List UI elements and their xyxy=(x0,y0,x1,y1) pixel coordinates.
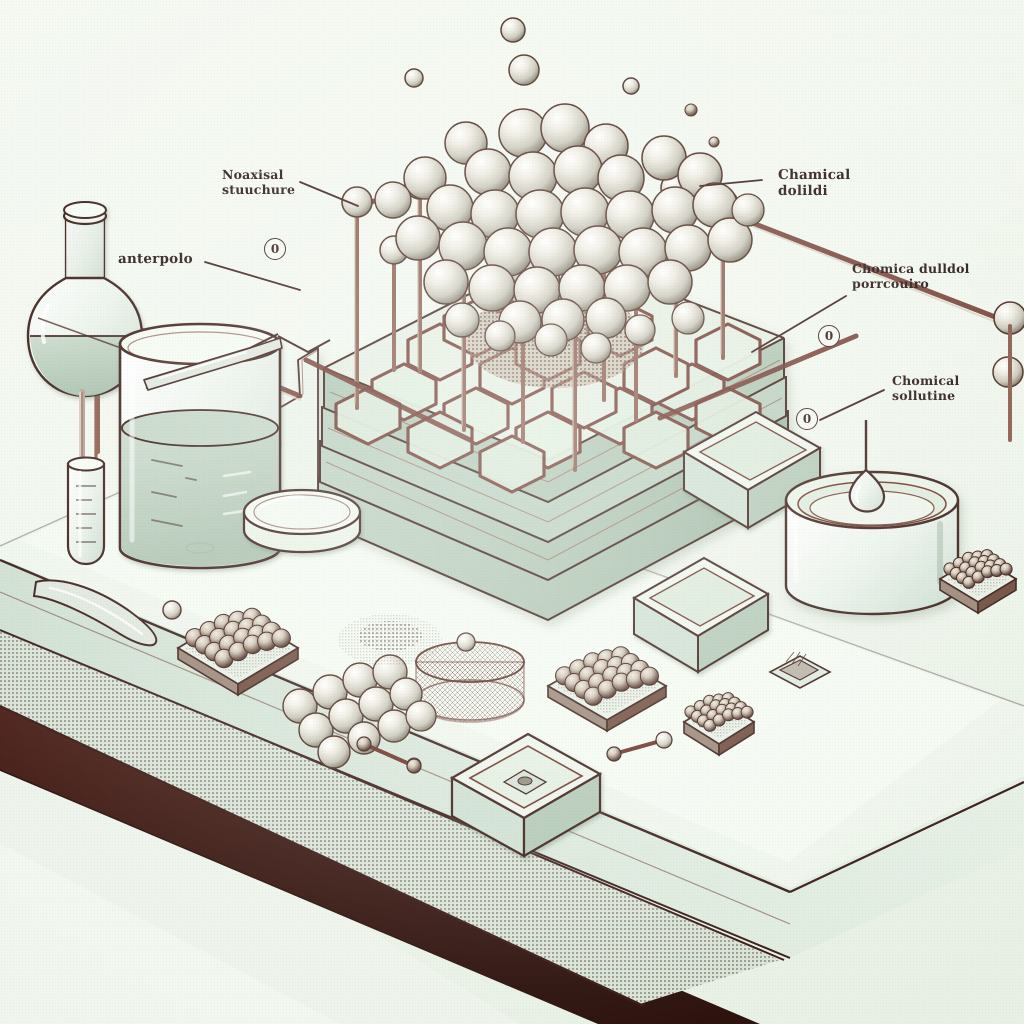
annotation-line: dolildi xyxy=(778,182,828,199)
dispersed-powder-spread xyxy=(338,614,442,666)
nanoparticle xyxy=(639,666,659,686)
annotation-line: sollutine xyxy=(892,387,956,403)
annotation-line: Chomica dulldol xyxy=(852,261,970,276)
annotation-line: Noaxisal xyxy=(222,167,284,182)
annotation-line: Chamical xyxy=(778,167,851,183)
floating-particle xyxy=(708,136,720,148)
metal-spatula xyxy=(32,579,158,647)
annotation-label-interpolate-left: anterpolo xyxy=(118,251,193,268)
floating-particle xyxy=(684,103,698,117)
open-tray-front xyxy=(449,732,603,858)
floating-particle xyxy=(162,600,182,620)
floating-particle xyxy=(508,54,540,86)
leader-line-chemical-solution xyxy=(819,389,885,421)
substrate-chip-sample xyxy=(502,769,548,795)
floating-particle xyxy=(500,17,526,43)
nanoparticle-cluster xyxy=(374,103,765,364)
nanoparticle-sample-plate xyxy=(938,549,1018,615)
numeric-marker-marker-b: 0 xyxy=(818,325,840,347)
nanoparticle xyxy=(999,562,1013,576)
mesh-sieve-basket xyxy=(415,632,525,723)
substrate-chip-sample xyxy=(768,651,832,689)
annotation-line: anterpolo xyxy=(118,251,193,267)
annotation-line: Chomical xyxy=(892,373,960,388)
nanoparticle-sample-plate xyxy=(682,692,756,757)
leader-line-interpolate-left xyxy=(204,261,301,291)
nanoparticle-sample-plate xyxy=(546,646,668,733)
leader-line-chemical-solid xyxy=(699,179,763,187)
leader-line-chemical-solid-procedure xyxy=(751,295,847,353)
stirring-rod xyxy=(142,333,331,391)
round-bottom-flask xyxy=(26,201,144,398)
annotation-line: porrcouiro xyxy=(852,275,929,291)
pipette-droplet xyxy=(848,420,886,513)
nanoparticle-sample-plate xyxy=(176,607,300,697)
graduated-test-tube xyxy=(66,456,106,566)
numeric-marker-marker-c: 0 xyxy=(796,408,818,430)
petri-dish xyxy=(242,488,362,554)
nanoparticle xyxy=(271,628,291,648)
sample-plate-layer xyxy=(176,549,1018,757)
loose-nanoparticle-cluster xyxy=(282,654,437,769)
floating-particle xyxy=(622,77,640,95)
particle-bond-connectors xyxy=(356,731,673,774)
numeric-marker-marker-a: 0 xyxy=(264,238,286,260)
annotation-line: stuuchure xyxy=(222,181,296,197)
open-tray-mid xyxy=(632,556,770,674)
leader-line-nanoscale-structure xyxy=(299,181,359,207)
floating-particle xyxy=(404,68,424,88)
nanoparticle xyxy=(740,705,754,719)
graduated-beaker xyxy=(118,322,282,570)
annotation-leader-lines xyxy=(204,179,885,421)
